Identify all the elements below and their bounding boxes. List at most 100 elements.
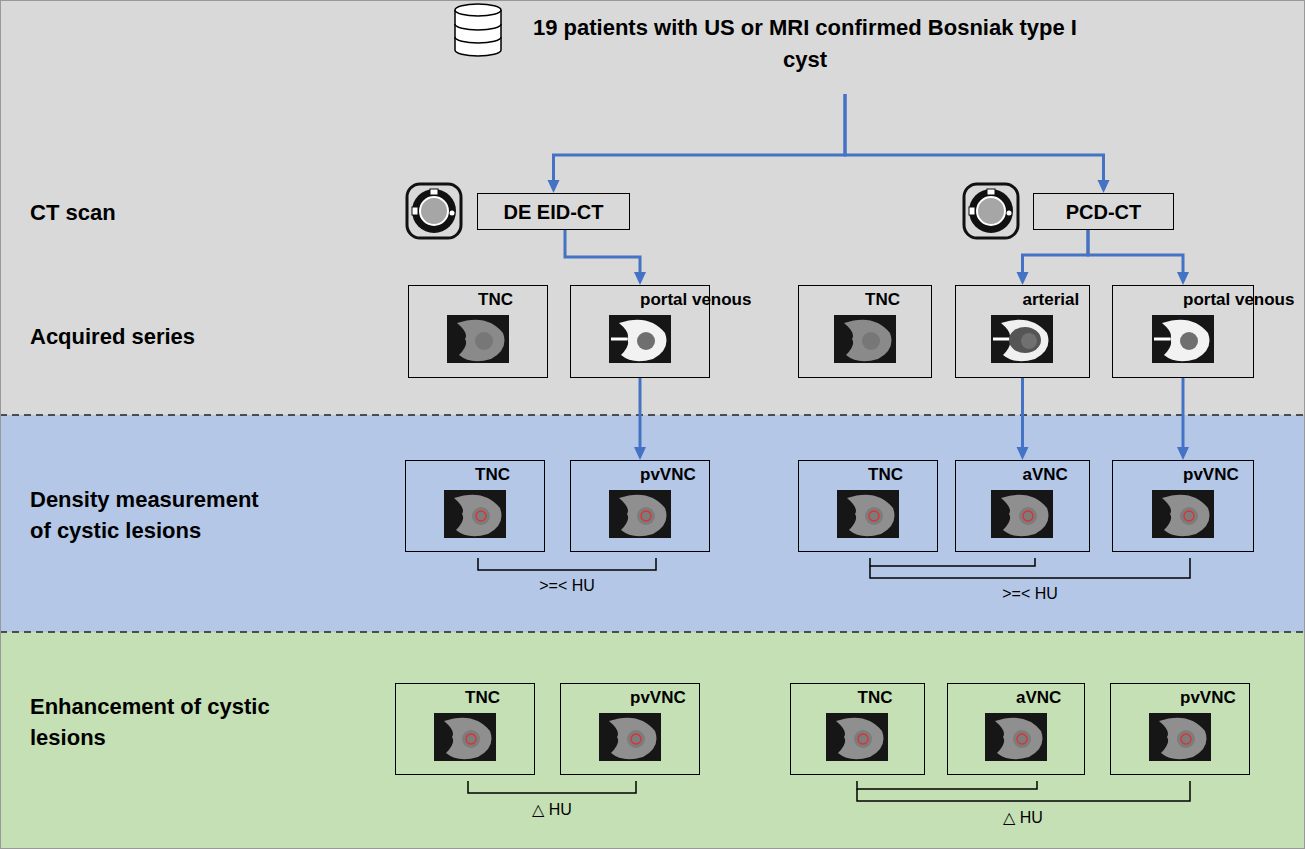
node-label: pvVNC [1183,465,1239,485]
database-top [455,4,501,16]
scanner-box: DE EID-CT [477,193,630,230]
node-label: portal venous [1183,290,1294,310]
dashed-divider [0,414,1305,416]
scanner-gantry [412,189,456,233]
comparison-bracket [857,781,1190,801]
ct-thumbnail [985,713,1047,761]
source-text-node: 19 patients with US or MRI confirmed Bos… [510,12,1100,94]
series-box: pvVNC [1110,683,1250,775]
flow-arrow [1023,230,1089,272]
band-fill [0,415,1305,632]
flow-arrow [1021,378,1024,447]
comparison-label: △ HU [1003,808,1043,827]
database-ring [455,24,501,30]
ct-thumbnail [447,315,509,363]
flow-arrow [554,94,846,180]
comparison-bracket [478,558,656,570]
ct-thumbnail [434,713,496,761]
series-box: aVNC [955,460,1090,552]
node-label: DE EID-CT [504,198,604,226]
series-box: TNC [408,285,548,378]
scanner-frame [964,184,1018,238]
series-box: TNC [405,460,545,552]
ct-thumbnail [991,315,1053,363]
ct-thumbnail [609,315,671,363]
node-label: pvVNC [1180,688,1236,708]
ct-thumbnail [1152,315,1214,363]
scanner-icon [964,184,1018,238]
dashed-divider [0,631,1305,633]
flow-arrow [845,94,1104,180]
series-box: aVNC [947,683,1085,775]
band-fill [0,632,1305,849]
flow-arrow [1088,230,1183,272]
comparison-bracket [468,781,636,793]
flow-arrow [565,230,640,272]
node-label: TNC [858,688,893,708]
node-label: TNC [475,465,510,485]
database-body [455,10,501,56]
node-label: TNC [868,465,903,485]
scanner-detail [969,207,975,215]
database-ring [455,37,501,43]
row-label: Acquired series [30,322,275,353]
scanner-bore [977,197,1005,225]
comparison-label: >=< HU [1002,584,1058,603]
comparison-label: >=< HU [539,576,595,595]
database-icon [455,4,501,56]
series-box: TNC [790,683,925,775]
node-label: 19 patients with US or MRI confirmed Bos… [510,12,1100,76]
series-box: portal venous [570,285,710,378]
ct-thumbnail [1149,713,1211,761]
node-label: TNC [478,290,513,310]
series-box: pvVNC [560,683,700,775]
series-box: TNC [798,460,938,552]
section-band: Density measurement of cystic lesions TNC… [0,415,1305,632]
section-band: Enhancement of cystic lesions TNC pvVNC TNC… [0,632,1305,849]
scanner-gantry [969,189,1013,233]
ct-thumbnail [826,713,888,761]
ct-thumbnail [834,315,896,363]
scanner-detail [412,207,418,215]
node-label: pvVNC [640,465,696,485]
section-band: CT scanAcquired series 19 patients with U… [0,0,1305,415]
row-label: CT scan [30,198,275,229]
node-label: arterial [1023,290,1080,310]
scanner-frame [407,184,461,238]
ct-thumbnail [1152,490,1214,538]
comparison-bracket [870,558,1035,566]
scanner-box: PCD-CT [1033,193,1174,230]
row-label: Density measurement of cystic lesions [30,485,275,547]
scanner-icon [407,184,461,238]
comparison-bracket [870,558,1190,578]
ct-thumbnail [837,490,899,538]
node-label: aVNC [1016,688,1061,708]
ct-thumbnail [599,713,661,761]
scanner-detail [450,211,455,216]
series-box: portal venous [1112,285,1254,378]
scanner-bore [420,197,448,225]
series-box: TNC [798,285,932,378]
scanner-detail [430,189,438,195]
node-label: pvVNC [630,688,686,708]
ct-thumbnail [609,490,671,538]
comparison-label: △ HU [532,800,572,819]
series-box: pvVNC [1112,460,1254,552]
series-box: pvVNC [570,460,710,552]
node-label: TNC [865,290,900,310]
node-label: TNC [465,688,500,708]
band-fill [0,0,1305,415]
node-label: aVNC [1023,465,1068,485]
node-label: PCD-CT [1066,198,1142,226]
scanner-detail [987,189,995,195]
comparison-bracket [857,781,1037,789]
ct-thumbnail [991,490,1053,538]
ct-thumbnail [444,490,506,538]
scanner-detail [1007,211,1012,216]
series-box: TNC [395,683,535,775]
series-box: arterial [955,285,1090,378]
row-label: Enhancement of cystic lesions [30,692,275,754]
